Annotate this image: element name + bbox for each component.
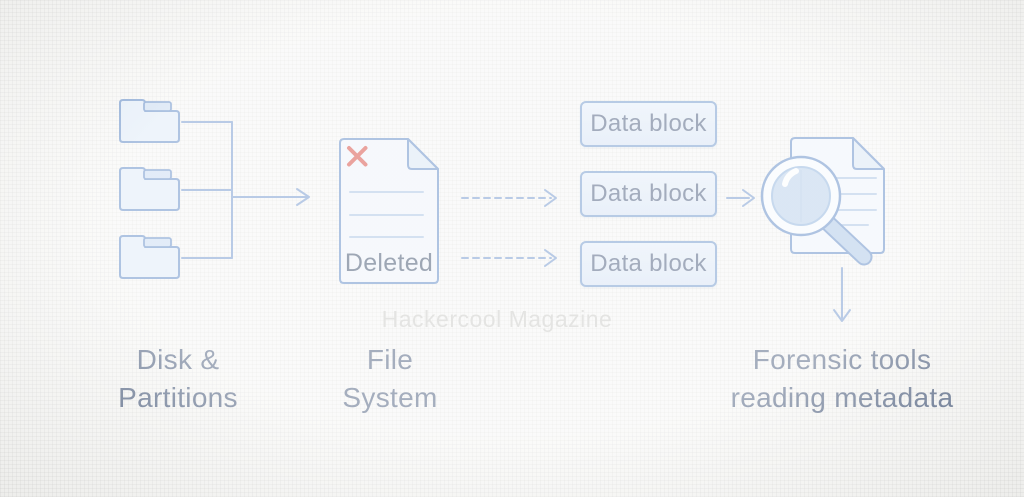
filesystem-to-datablock-dashed-arrow-middle	[461, 189, 557, 207]
data-block-2: Data block	[580, 171, 717, 217]
deleted-file-label: Deleted	[344, 249, 434, 277]
label-line: File	[366, 344, 414, 375]
data-block-label: Data block	[590, 180, 707, 207]
folder-bracket-lines	[181, 121, 233, 259]
label-disk-partitions: Disk & Partitions	[58, 341, 298, 417]
label-forensic-tools: Forensic tools reading metadata	[687, 341, 997, 417]
folder-icon	[119, 235, 180, 279]
filesystem-to-datablock-dashed-arrow-bottom	[461, 249, 557, 267]
folder-icon	[119, 167, 180, 211]
folder-icon	[119, 99, 180, 143]
label-line: System	[342, 382, 438, 413]
label-line: Partitions	[118, 382, 238, 413]
label-line: Forensic tools	[752, 344, 932, 375]
data-block-label: Data block	[590, 250, 707, 277]
magnifier-document-icon	[760, 137, 885, 266]
data-block-label: Data block	[590, 110, 707, 137]
label-line: reading metadata	[730, 382, 954, 413]
data-block-1: Data block	[580, 101, 717, 147]
data-block-3: Data block	[580, 241, 717, 287]
watermark-text: Hackercool Magazine	[381, 306, 613, 332]
disk-to-filesystem-arrow	[231, 188, 310, 206]
label-file-system: File System	[290, 341, 490, 417]
label-line: Disk &	[136, 344, 220, 375]
forensic-down-arrow	[833, 267, 851, 322]
